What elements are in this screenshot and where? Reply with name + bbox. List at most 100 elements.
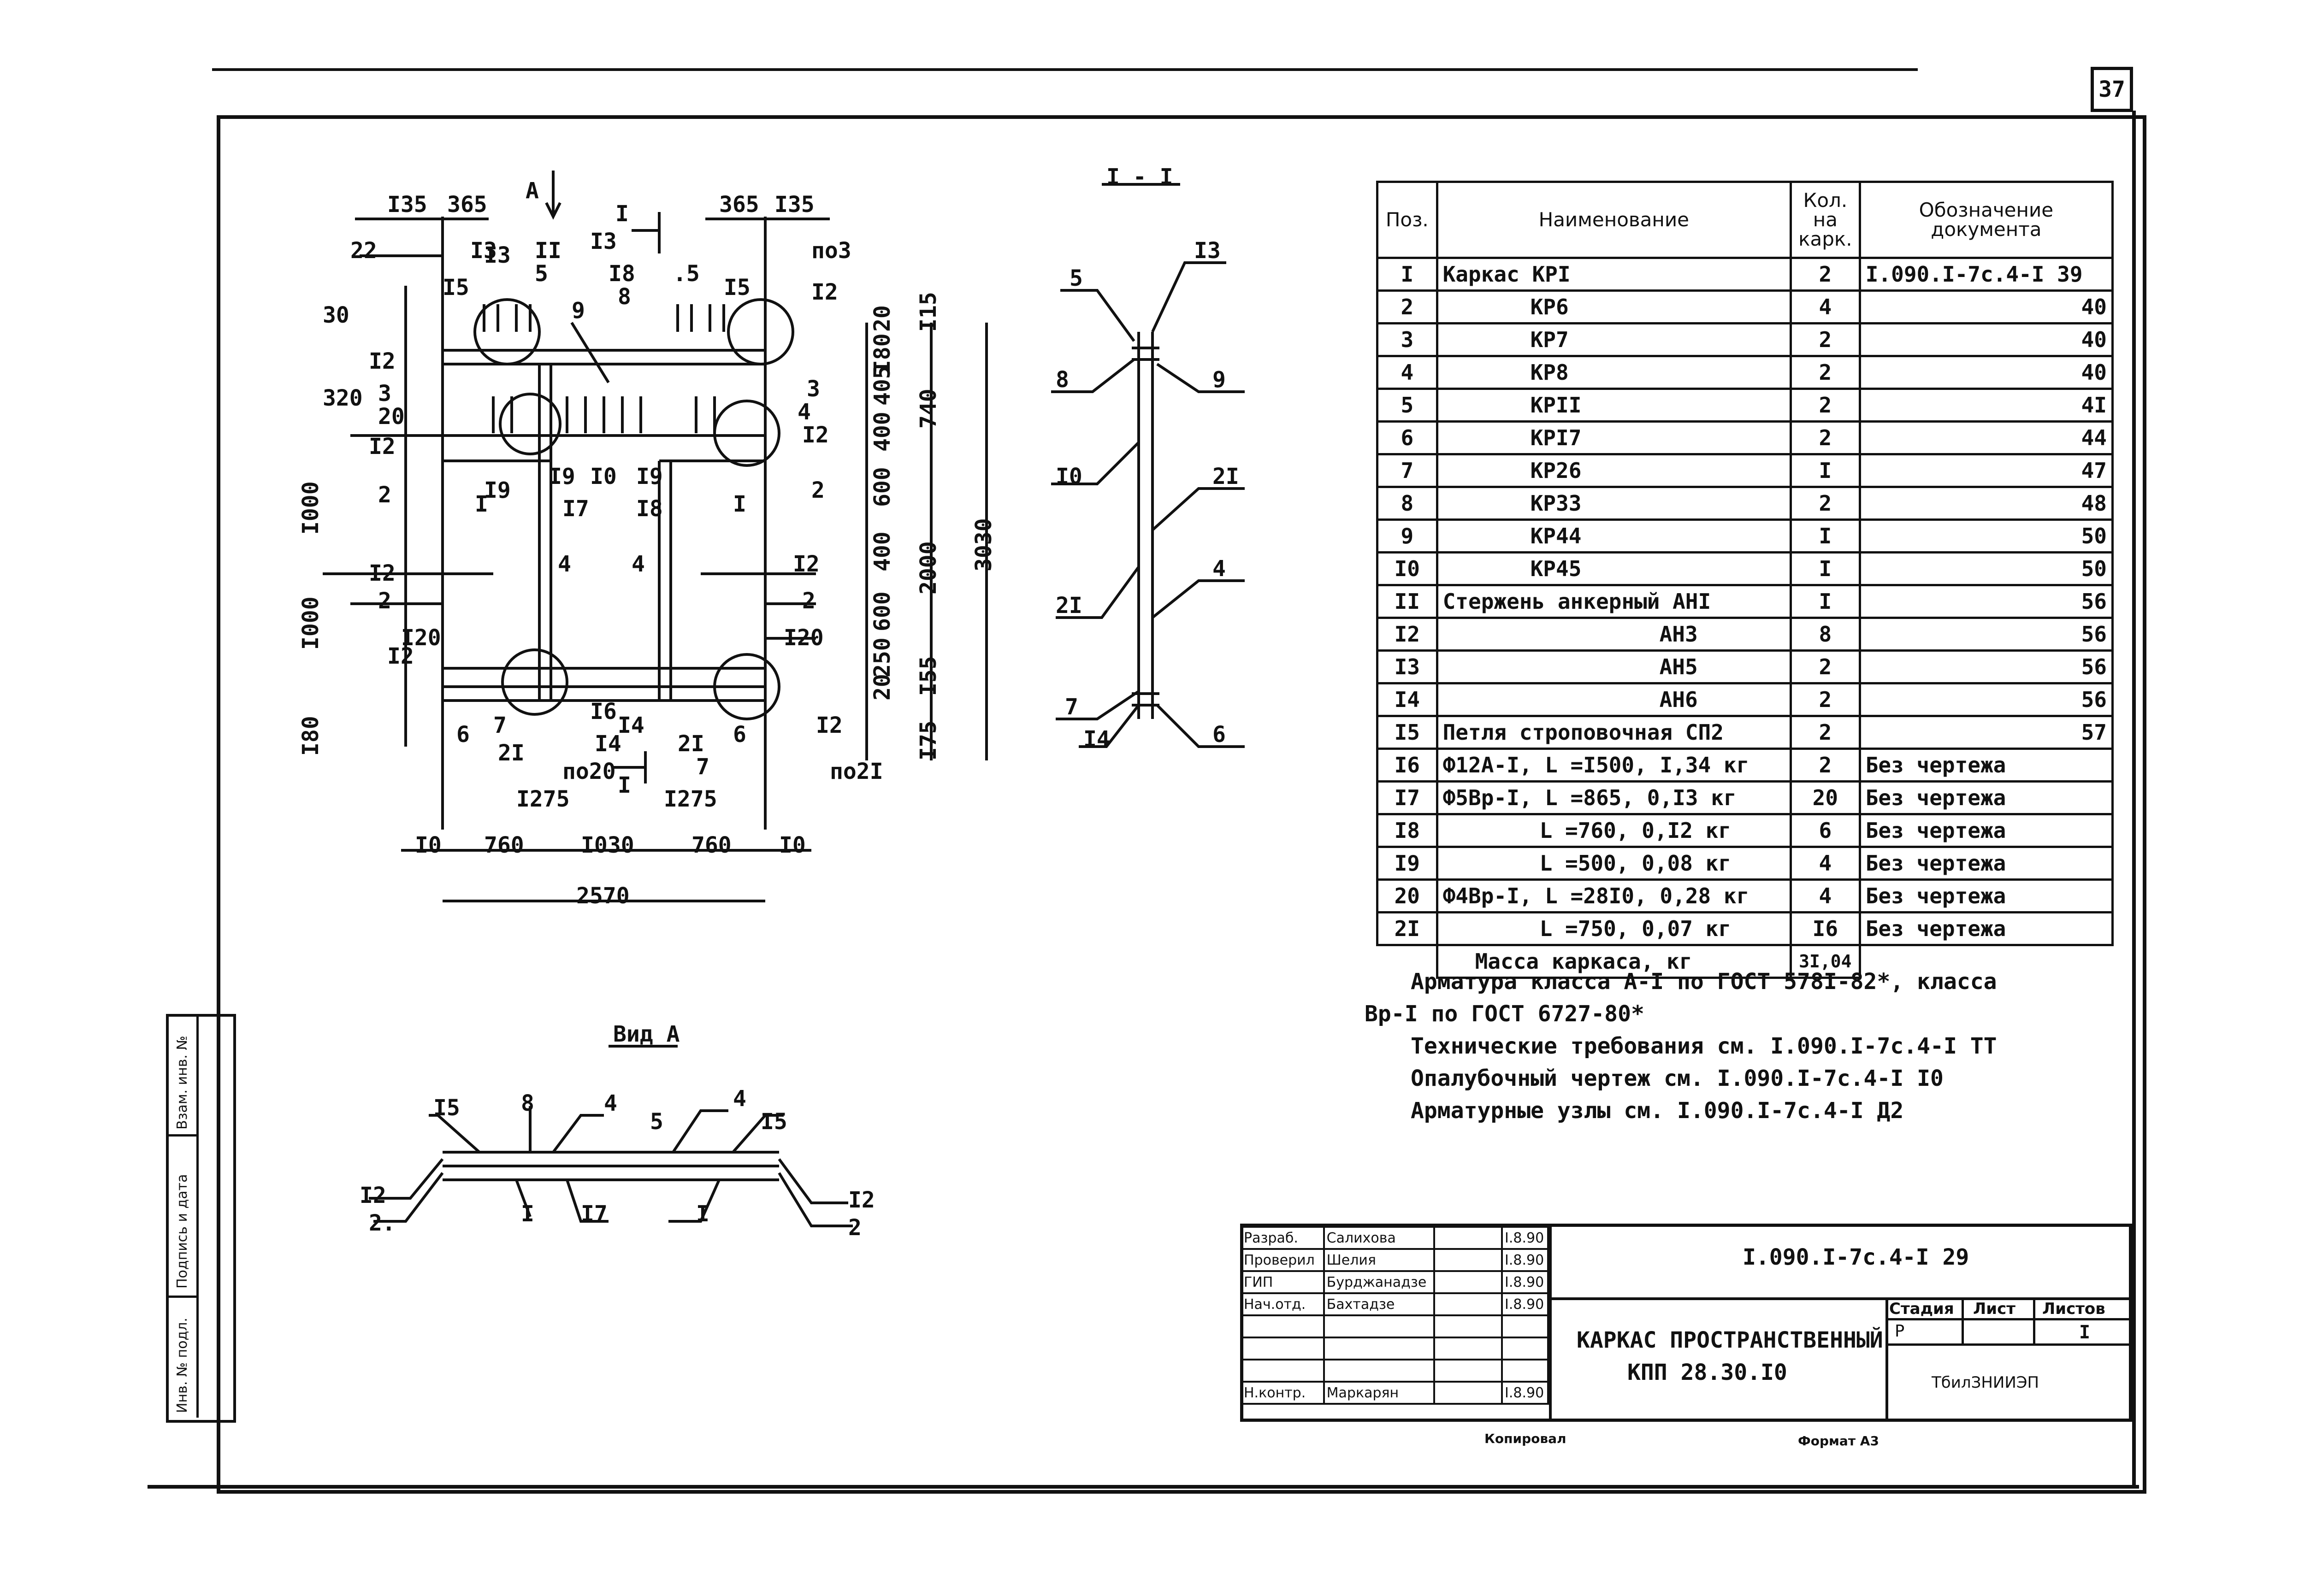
bom-cell-name: Каркас КРI	[1436, 257, 1792, 292]
signature-role: ГИП	[1240, 1270, 1325, 1294]
plan-label: 20	[869, 305, 895, 332]
section-geometry	[1051, 183, 1245, 748]
drawing-area: I35 365 365 I35 A I I3 II 5 I3 I8 8 .5 2…	[298, 164, 1245, 1241]
sidebar-cell	[169, 1134, 199, 1298]
bom-cell-name: КР45	[1436, 551, 1792, 586]
plan-label: 2	[811, 477, 825, 503]
signature-empty-cell	[1240, 1337, 1325, 1360]
plan-label: 20	[869, 674, 895, 701]
bom-cell-doc: Без чертежа	[1858, 911, 2114, 946]
signature-name: Салихова	[1323, 1226, 1436, 1250]
note-line: Арматурные узлы см. I.090.I-7с.4-I Д2	[1411, 1098, 1904, 1124]
plan-label: по3	[811, 238, 851, 264]
view-a-label: I5	[433, 1095, 460, 1121]
bom-cell-doc: Без чертежа	[1858, 878, 2114, 913]
bom-cell-qty: I	[1790, 551, 1861, 586]
section-labels: I - I I3 5 8 9 I0 2I 4 2I 7 I4 6	[1056, 164, 1239, 752]
plan-label: I4	[618, 713, 644, 738]
plan-label: 2I	[678, 731, 704, 757]
bom-cell-name: АН3	[1436, 617, 1792, 652]
bom-cell-name: Ф5Вр-I, L =865, 0,I3 кг	[1436, 780, 1792, 815]
section-label: 2I	[1056, 593, 1082, 618]
bom-cell-qty: 4	[1790, 846, 1861, 881]
bom-cell-name: КР6	[1436, 289, 1792, 324]
bom-cell-pos: 2	[1376, 289, 1438, 324]
view-a-label: 2	[848, 1215, 862, 1241]
signature-name: Бурджанадзе	[1323, 1270, 1436, 1294]
note-line: Арматура класса А-I по ГОСТ 578I-82*, кл…	[1411, 969, 1997, 995]
bom-cell-qty: I	[1790, 453, 1861, 488]
bom-cell-doc: 50	[1858, 518, 2114, 554]
plan-label: I5	[724, 275, 751, 300]
signature-date: I.8.90	[1501, 1292, 1549, 1316]
registration-sidebar: Взам. инв. № Подпись и дата Инв. № подл.	[166, 1014, 236, 1423]
signature-name: Шелия	[1323, 1248, 1436, 1272]
plan-label: 320	[323, 385, 363, 411]
bom-header-doc: Обозначение документа	[1858, 181, 2114, 259]
bom-cell-pos: 2I	[1376, 911, 1438, 946]
sheet-header: Лист	[1973, 1300, 2015, 1318]
plan-label: 6	[456, 722, 470, 748]
plan-label: 9	[572, 298, 585, 324]
signature-empty-cell	[1323, 1359, 1436, 1383]
bom-cell-qty: 2	[1790, 715, 1861, 750]
plan-label: 2	[378, 588, 391, 614]
view-a-label: 8	[521, 1090, 534, 1116]
plan-label: I3	[590, 229, 617, 254]
plan-label: I20	[784, 625, 824, 651]
signature-mark	[1433, 1270, 1503, 1294]
bom-cell-name: КР8	[1436, 355, 1792, 390]
section-label: I4	[1083, 726, 1110, 752]
note-line: Опалубочный чертеж см. I.090.I-7с.4-I I0	[1411, 1066, 1944, 1091]
plan-label: I0	[590, 464, 617, 489]
plan-label: 365	[447, 192, 487, 218]
sheets-header: Листов	[2042, 1300, 2105, 1318]
signature-empty-cell	[1501, 1314, 1549, 1338]
bom-cell-doc: 4I	[1858, 388, 2114, 423]
plan-label: по2I	[830, 759, 883, 784]
bom-cell-pos: 6	[1376, 420, 1438, 455]
plan-label: 5	[535, 261, 548, 287]
bom-header-qty: Кол. на карк.	[1790, 181, 1861, 259]
plan-label: 3030	[971, 518, 997, 571]
bom-cell-doc: Без чертежа	[1858, 846, 2114, 881]
bom-table: Поз. Наименование Кол. на карк. Обозначе…	[1376, 181, 2114, 979]
plan-label: I9	[549, 464, 575, 489]
plan-label: I75	[916, 720, 941, 760]
bom-cell-pos: I3	[1376, 649, 1438, 684]
signature-empty-cell	[1501, 1359, 1549, 1383]
signature-row-empty	[1240, 1314, 1549, 1338]
signature-empty-cell	[1433, 1337, 1503, 1360]
section-label: I0	[1056, 464, 1082, 489]
bom-header-pos: Поз.	[1376, 181, 1438, 259]
bom-cell-name: Стержень анкерный АНI	[1436, 584, 1792, 619]
plan-label: I	[618, 772, 631, 798]
bom-cell-name: L =500, 0,08 кг	[1436, 846, 1792, 881]
plan-label: I8	[609, 261, 635, 287]
signature-empty-cell	[1323, 1314, 1436, 1338]
section-label: I3	[1194, 238, 1221, 264]
designation-hline	[1549, 1297, 2132, 1300]
bom-cell-qty: 6	[1790, 813, 1861, 848]
bom-cell-doc: 50	[1858, 551, 2114, 586]
sidebar-label: Взам. инв. №	[174, 1036, 190, 1130]
plan-label: I15	[916, 292, 941, 332]
signature-role: Проверил	[1240, 1248, 1325, 1272]
section-label: 6	[1212, 722, 1226, 748]
signature-empty-cell	[1240, 1359, 1325, 1383]
title-line-2: КПП 28.30.I0	[1627, 1360, 1787, 1385]
bom-cell-pos: I4	[1376, 682, 1438, 717]
section-label: 4	[1212, 556, 1226, 582]
bom-cell-qty: 2	[1790, 257, 1861, 292]
view-a-label: I2	[848, 1187, 875, 1213]
note-line: Технические требования см. I.090.I-7с.4-…	[1411, 1033, 1997, 1059]
bom-cell-qty: 2	[1790, 748, 1861, 783]
